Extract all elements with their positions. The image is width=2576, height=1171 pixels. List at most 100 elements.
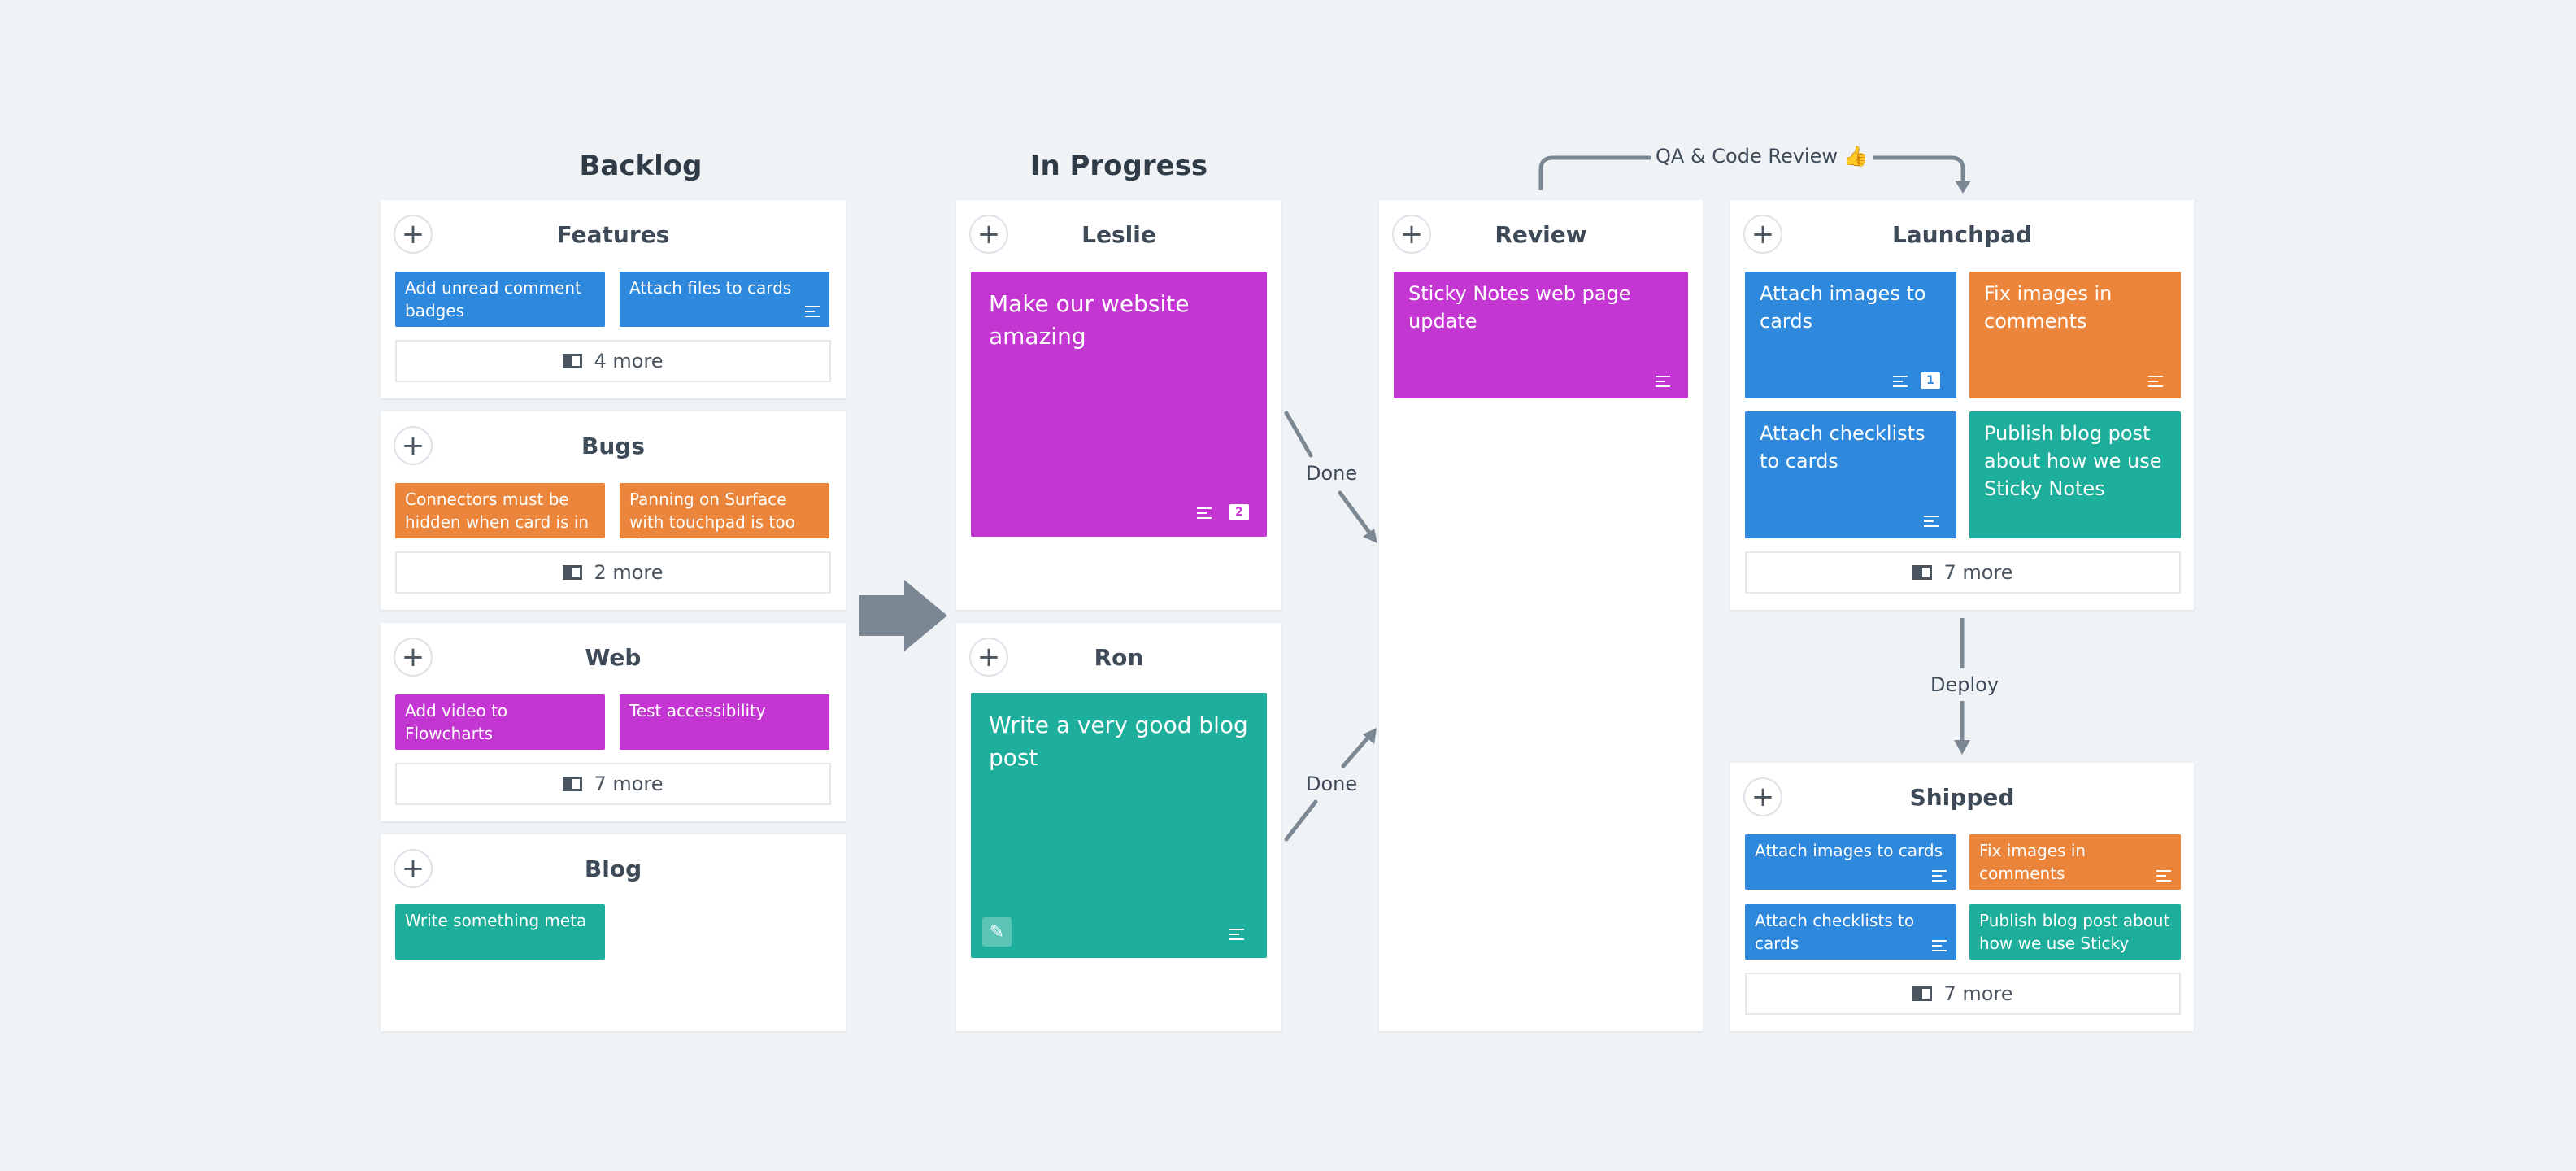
stack-icon bbox=[1912, 565, 1933, 580]
card-text: Attach checklists to cards bbox=[1755, 911, 1915, 953]
in-progress-heading: In Progress bbox=[1029, 150, 1208, 182]
more-button[interactable]: 7 more bbox=[1745, 551, 2181, 594]
card-text: Attach images to cards bbox=[1760, 282, 1926, 333]
card[interactable]: Connectors must be hidden when card is i… bbox=[395, 483, 605, 538]
features-panel: + Features Add unread comment badges Att… bbox=[381, 200, 846, 398]
description-icon bbox=[1924, 516, 1939, 527]
panel-title: Bugs bbox=[581, 433, 645, 459]
card-text: Sticky Notes web page update bbox=[1408, 282, 1631, 333]
comment-icon: 2 bbox=[1229, 504, 1249, 520]
panel-title: Blog bbox=[584, 855, 642, 882]
more-label: 7 more bbox=[1943, 561, 2013, 584]
panel-title: Review bbox=[1495, 221, 1587, 248]
panel-title: Features bbox=[556, 221, 670, 248]
review-panel: + Review Sticky Notes web page update bbox=[1379, 200, 1703, 1031]
done-connector-bottom bbox=[1284, 799, 1318, 842]
panel-title: Ron bbox=[1094, 644, 1144, 671]
card[interactable]: Panning on Surface with touchpad is too … bbox=[620, 483, 829, 538]
description-icon bbox=[1893, 376, 1908, 387]
card[interactable]: Test accessibility bbox=[620, 694, 829, 750]
card-text: Attach images to cards bbox=[1755, 841, 1943, 860]
card-text: Add unread comment badges bbox=[405, 278, 581, 320]
card-text: Attach files to cards bbox=[629, 278, 792, 298]
card-text: Test accessibility bbox=[629, 701, 766, 720]
launchpad-panel: + Launchpad Attach images to cards 1 Fix… bbox=[1730, 200, 2194, 610]
stack-icon bbox=[563, 565, 583, 580]
card-text: Panning on Surface with touchpad is too … bbox=[629, 490, 795, 538]
leslie-panel: + Leslie Make our website amazing 2 bbox=[956, 200, 1281, 610]
card-text: Connectors must be hidden when card is i… bbox=[405, 490, 590, 538]
description-icon bbox=[2156, 870, 2171, 882]
card-text: Write a very good blog post bbox=[989, 712, 1248, 771]
more-button[interactable]: 7 more bbox=[395, 763, 831, 805]
more-button[interactable]: 2 more bbox=[395, 551, 831, 594]
panel-title: Leslie bbox=[1081, 221, 1156, 248]
card[interactable]: Publish blog post about how we use Stick… bbox=[1969, 411, 2181, 538]
ron-panel: + Ron Write a very good blog post ✎ bbox=[956, 623, 1281, 1031]
card[interactable]: Attach checklists to cards bbox=[1745, 411, 1956, 538]
card[interactable]: Attach checklists to cards bbox=[1745, 904, 1956, 960]
plus-icon[interactable]: + bbox=[1743, 777, 1782, 816]
panel-title: Shipped bbox=[1909, 784, 2015, 811]
plus-icon[interactable]: + bbox=[1743, 215, 1782, 254]
card-text: Make our website amazing bbox=[989, 290, 1190, 350]
card[interactable]: Attach images to cards bbox=[1745, 834, 1956, 890]
card[interactable]: Fix images in comments bbox=[1969, 272, 2181, 398]
card-text: Add video to Flowcharts bbox=[405, 701, 508, 743]
card[interactable]: Fix images in comments bbox=[1969, 834, 2181, 890]
blog-panel: + Blog Write something meta bbox=[381, 834, 846, 1031]
stack-icon bbox=[1912, 986, 1933, 1001]
card[interactable]: Attach images to cards 1 bbox=[1745, 272, 1956, 398]
card-text: Fix images in comments bbox=[1979, 841, 2086, 883]
backlog-heading: Backlog bbox=[579, 150, 703, 182]
card[interactable]: Add unread comment badges bbox=[395, 272, 605, 327]
qa-label: QA & Code Review 👍 bbox=[1651, 145, 1873, 168]
card-text: Attach checklists to cards bbox=[1760, 422, 1925, 472]
plus-icon[interactable]: + bbox=[394, 849, 433, 888]
done-label-top: Done bbox=[1301, 462, 1363, 485]
card[interactable]: Write a very good blog post ✎ bbox=[971, 693, 1267, 958]
plus-icon[interactable]: + bbox=[1392, 215, 1431, 254]
description-icon bbox=[2148, 376, 2163, 387]
description-icon bbox=[1229, 929, 1244, 940]
card-text: Publish blog post about how we use Stick… bbox=[1984, 422, 2162, 500]
more-label: 7 more bbox=[1943, 982, 2013, 1005]
card[interactable]: Make our website amazing 2 bbox=[971, 272, 1267, 537]
panel-title: Launchpad bbox=[1891, 221, 2033, 248]
plus-icon[interactable]: + bbox=[969, 215, 1008, 254]
card-text: Write something meta bbox=[405, 911, 587, 930]
card[interactable]: Attach files to cards bbox=[620, 272, 829, 327]
card[interactable]: Write something meta bbox=[395, 904, 605, 960]
panel-title: Web bbox=[585, 644, 642, 671]
card[interactable]: Sticky Notes web page update bbox=[1394, 272, 1688, 398]
description-icon bbox=[1197, 507, 1212, 519]
more-label: 4 more bbox=[594, 350, 664, 372]
comment-icon: 1 bbox=[1921, 372, 1940, 389]
stack-icon bbox=[563, 354, 583, 368]
qa-connector bbox=[1538, 155, 1651, 190]
more-label: 2 more bbox=[594, 561, 664, 584]
card[interactable]: Publish blog post about how we use Stick… bbox=[1969, 904, 2181, 960]
big-arrow-icon bbox=[859, 580, 947, 651]
bugs-panel: + Bugs Connectors must be hidden when ca… bbox=[381, 411, 846, 610]
edit-icon[interactable]: ✎ bbox=[982, 917, 1012, 947]
description-icon bbox=[1932, 870, 1947, 882]
card-text: Publish blog post about how we use Stick… bbox=[1979, 911, 2170, 960]
more-button[interactable]: 4 more bbox=[395, 340, 831, 382]
deploy-label: Deploy bbox=[1925, 673, 2004, 696]
more-button[interactable]: 7 more bbox=[1745, 973, 2181, 1015]
description-icon bbox=[1932, 940, 1947, 951]
plus-icon[interactable]: + bbox=[394, 426, 433, 465]
description-icon bbox=[805, 306, 820, 317]
done-label-bottom: Done bbox=[1301, 773, 1363, 795]
done-connector-top bbox=[1284, 411, 1313, 458]
web-panel: + Web Add video to Flowcharts Test acces… bbox=[381, 623, 846, 821]
plus-icon[interactable]: + bbox=[394, 215, 433, 254]
shipped-panel: + Shipped Attach images to cards Fix ima… bbox=[1730, 763, 2194, 1031]
plus-icon[interactable]: + bbox=[394, 638, 433, 677]
card[interactable]: Add video to Flowcharts bbox=[395, 694, 605, 750]
stack-icon bbox=[563, 777, 583, 791]
plus-icon[interactable]: + bbox=[969, 638, 1008, 677]
more-label: 7 more bbox=[594, 773, 664, 795]
